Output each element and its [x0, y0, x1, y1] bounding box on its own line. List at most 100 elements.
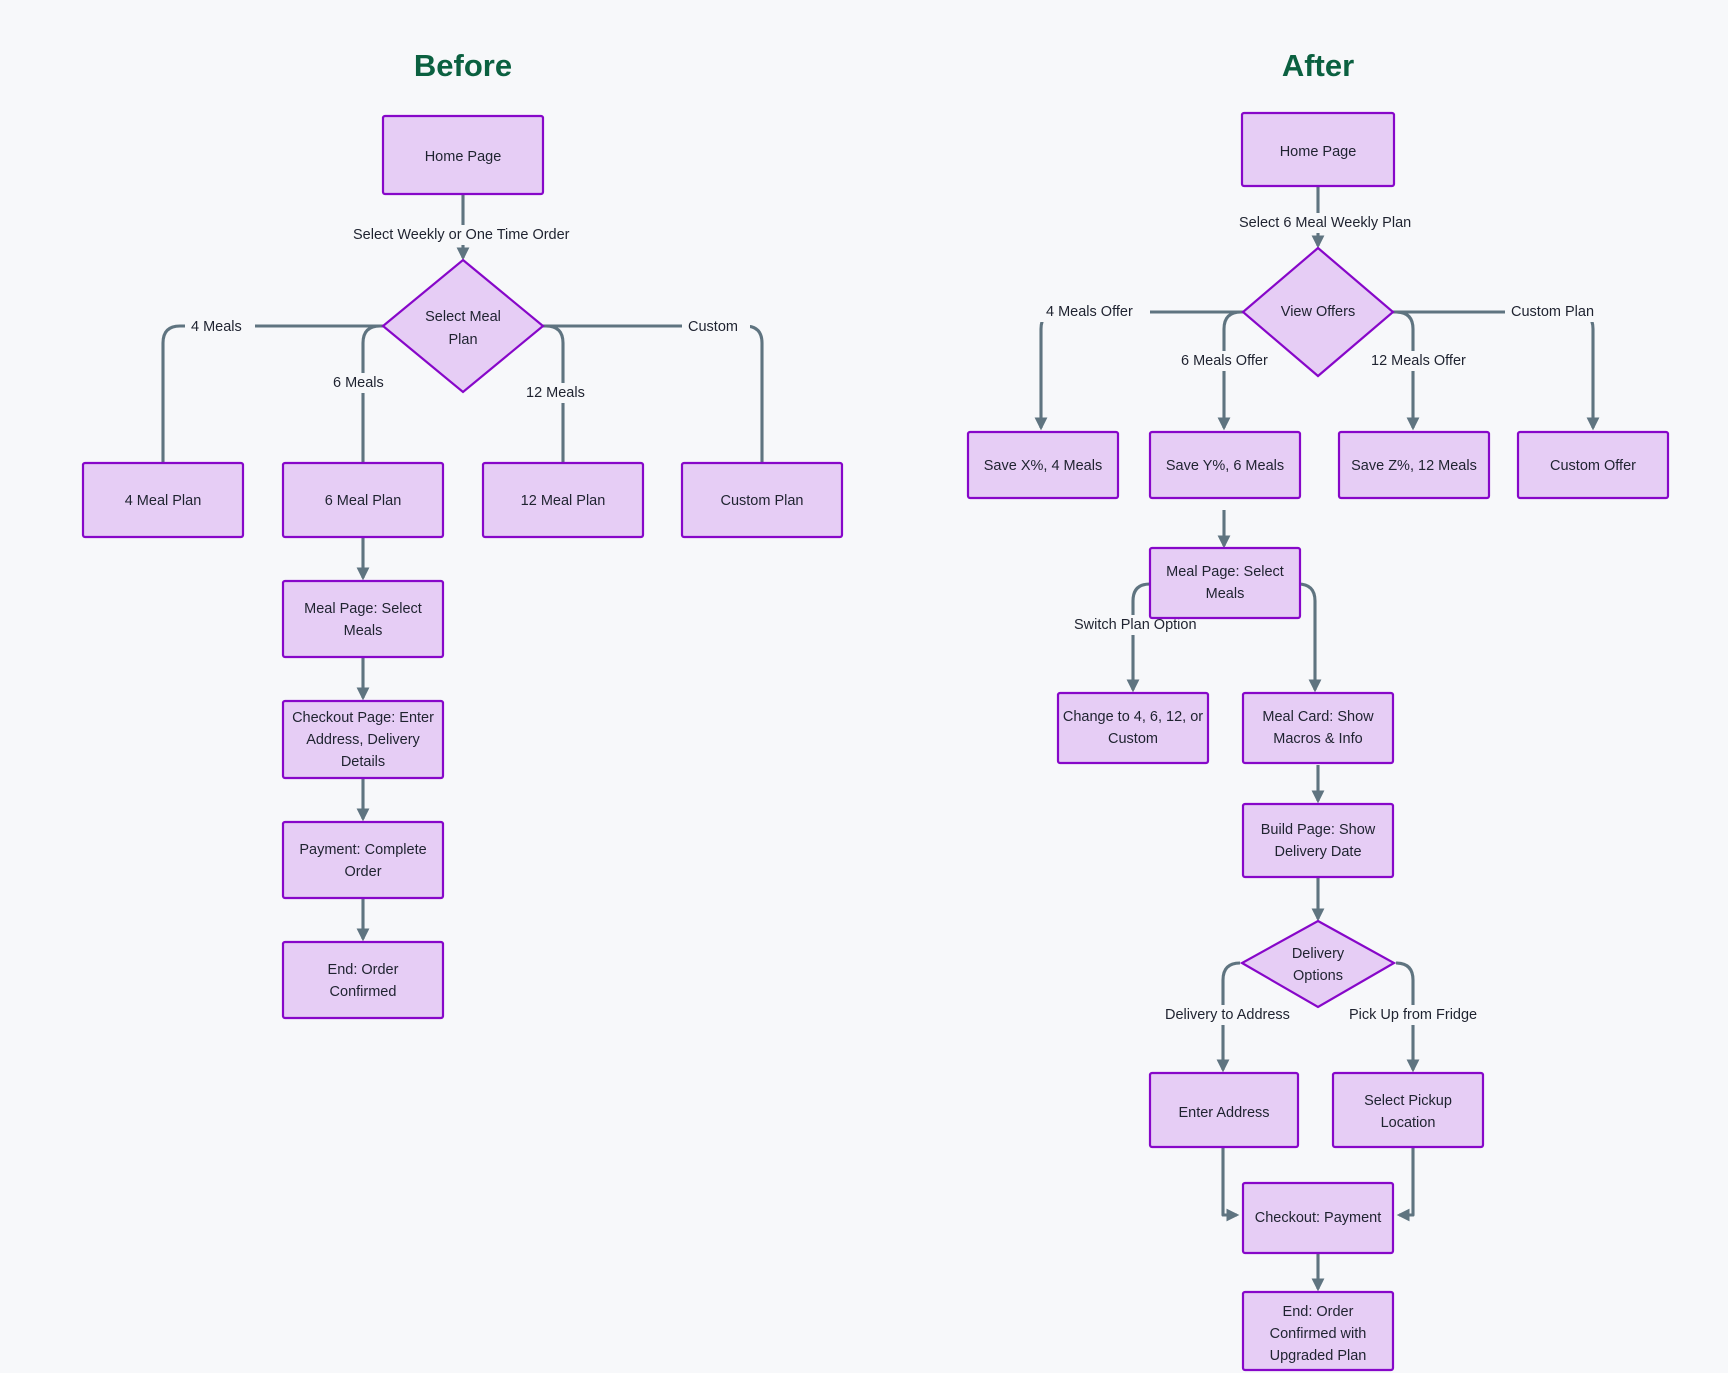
edge-view-offers-to-save-y	[1217, 310, 1244, 431]
node-after-save-y[interactable]: Save Y%, 6 Meals	[1148, 430, 1302, 500]
node-box	[1056, 691, 1210, 765]
node-label-12-meal-plan: 12 Meal Plan	[521, 493, 606, 509]
edge-label-12-meals-offer: 12 Meals Offer	[1371, 353, 1466, 369]
node-box	[1241, 1290, 1395, 1372]
node-after-view-offers[interactable]: View Offers	[1241, 246, 1395, 378]
node-box	[281, 461, 445, 539]
node-label-6-meal-plan: 6 Meal Plan	[325, 493, 402, 509]
node-after-save-z[interactable]: Save Z%, 12 Meals	[1337, 430, 1491, 500]
node-label-select-pickup-line1: Select Pickup	[1364, 1093, 1452, 1109]
node-diamond	[1241, 246, 1395, 378]
edge-label-bg	[1159, 1005, 1309, 1025]
edge-label-home-to-view-offers: Select 6 Meal Weekly Plan	[1239, 215, 1411, 231]
node-after-meal-card[interactable]: Meal Card: Show Macros & Info	[1241, 691, 1395, 765]
node-after-custom-offer[interactable]: Custom Offer	[1516, 430, 1670, 500]
node-box	[1337, 430, 1491, 500]
node-label-save-x: Save X%, 4 Meals	[984, 458, 1102, 474]
node-label-select-meal-plan-line2: Plan	[448, 332, 477, 348]
node-before-4-meal-plan[interactable]: 4 Meal Plan	[81, 461, 245, 539]
node-label-custom-offer: Custom Offer	[1550, 458, 1636, 474]
edge-delivery-to-enter-address	[1216, 961, 1241, 1073]
node-before-meal-page[interactable]: Meal Page: Select Meals	[281, 579, 445, 659]
edge-label-bg	[682, 317, 750, 337]
node-before-home-page[interactable]: Home Page	[381, 114, 545, 196]
node-label-change-plan-line1: Change to 4, 6, 12, or	[1063, 709, 1203, 725]
node-before-6-meal-plan[interactable]: 6 Meal Plan	[281, 461, 445, 539]
after-edge-labels: Select 6 Meal Weekly Plan 4 Meals Offer …	[1040, 213, 1603, 1025]
edge-select-plan-to-4-meal	[156, 324, 384, 489]
node-label-enter-address: Enter Address	[1178, 1105, 1269, 1121]
node-label-checkout-line3: Details	[341, 754, 385, 770]
edge-delivery-to-select-pickup	[1395, 961, 1420, 1073]
node-label-save-z: Save Z%, 12 Meals	[1351, 458, 1477, 474]
node-before-checkout-page[interactable]: Checkout Page: Enter Address, Delivery D…	[281, 699, 445, 780]
node-diamond	[381, 258, 545, 394]
node-before-select-meal-plan[interactable]: Select Meal Plan	[381, 258, 545, 394]
edge-label-bg	[1068, 615, 1208, 635]
node-box	[281, 820, 445, 900]
node-box	[1240, 111, 1396, 188]
node-box	[1148, 1071, 1300, 1149]
edge-meal-page-to-meal-card	[1297, 582, 1322, 693]
node-label-meal-card-line2: Macros & Info	[1273, 731, 1362, 747]
node-before-custom-plan[interactable]: Custom Plan	[680, 461, 844, 539]
node-label-view-offers: View Offers	[1281, 304, 1355, 320]
node-box	[481, 461, 645, 539]
edge-label-custom: Custom	[688, 319, 738, 335]
edge-meal-page-to-change-plan	[1126, 582, 1151, 693]
node-label-after-end-line3: Upgraded Plan	[1270, 1348, 1367, 1364]
node-label-end-line1: End: Order	[328, 962, 399, 978]
edge-label-bg	[347, 225, 579, 245]
node-before-12-meal-plan[interactable]: 12 Meal Plan	[481, 461, 645, 539]
node-before-end[interactable]: End: Order Confirmed	[281, 940, 445, 1020]
node-box	[281, 699, 445, 780]
node-label-select-meal-plan-line1: Select Meal	[425, 309, 501, 325]
node-label-meal-page-line1: Meal Page: Select	[304, 601, 422, 617]
node-box	[1241, 691, 1395, 765]
edge-select-plan-to-6-meal	[356, 324, 384, 489]
node-after-delivery-options[interactable]: Delivery Options	[1239, 919, 1397, 1009]
node-box	[1241, 1181, 1395, 1255]
node-after-change-plan[interactable]: Change to 4, 6, 12, or Custom	[1056, 691, 1210, 765]
node-label-delivery-options-line2: Options	[1293, 968, 1343, 984]
edge-label-4-meals: 4 Meals	[191, 319, 242, 335]
edge-label-delivery-to-address: Delivery to Address	[1165, 1007, 1290, 1023]
node-label-save-y: Save Y%, 6 Meals	[1166, 458, 1284, 474]
edge-label-pick-up-from-fridge: Pick Up from Fridge	[1349, 1007, 1477, 1023]
node-after-end[interactable]: End: Order Confirmed with Upgraded Plan	[1241, 1290, 1395, 1372]
node-label-4-meal-plan: 4 Meal Plan	[125, 493, 202, 509]
node-box	[81, 461, 245, 539]
node-label-checkout-line2: Address, Delivery	[306, 732, 420, 748]
node-box	[1148, 546, 1302, 620]
node-label-payment-line2: Order	[344, 864, 381, 880]
node-label-after-end-line2: Confirmed with	[1270, 1326, 1367, 1342]
node-box	[1516, 430, 1670, 500]
node-label-checkout-line1: Checkout Page: Enter	[292, 710, 434, 726]
edge-label-bg	[520, 383, 600, 403]
node-label-meal-card-line1: Meal Card: Show	[1262, 709, 1374, 725]
edge-enter-address-to-checkout	[1221, 1148, 1240, 1222]
node-after-checkout-payment[interactable]: Checkout: Payment	[1241, 1181, 1395, 1255]
node-after-meal-page[interactable]: Meal Page: Select Meals	[1148, 546, 1302, 620]
node-box	[281, 579, 445, 659]
node-label-checkout-payment: Checkout: Payment	[1255, 1210, 1382, 1226]
edge-label-6-meals-offer: 6 Meals Offer	[1181, 353, 1268, 369]
node-after-save-x[interactable]: Save X%, 4 Meals	[966, 430, 1120, 500]
edge-label-bg	[327, 373, 399, 393]
edge-label-6-meals: 6 Meals	[333, 375, 384, 391]
edge-label-bg	[1365, 351, 1483, 371]
node-box	[281, 940, 445, 1020]
node-after-enter-address[interactable]: Enter Address	[1148, 1071, 1300, 1149]
node-label-build-page-line1: Build Page: Show	[1261, 822, 1376, 838]
edge-label-switch-plan-option: Switch Plan Option	[1074, 617, 1197, 633]
node-after-home-page[interactable]: Home Page	[1240, 111, 1396, 188]
edge-label-bg	[1505, 302, 1603, 322]
node-box	[966, 430, 1120, 500]
node-before-payment[interactable]: Payment: Complete Order	[281, 820, 445, 900]
node-after-build-page[interactable]: Build Page: Show Delivery Date	[1241, 802, 1395, 879]
node-after-select-pickup[interactable]: Select Pickup Location	[1331, 1071, 1485, 1149]
node-label-home-page: Home Page	[1280, 144, 1357, 160]
node-label-home-page: Home Page	[425, 149, 502, 165]
node-label-end-line2: Confirmed	[330, 984, 397, 1000]
